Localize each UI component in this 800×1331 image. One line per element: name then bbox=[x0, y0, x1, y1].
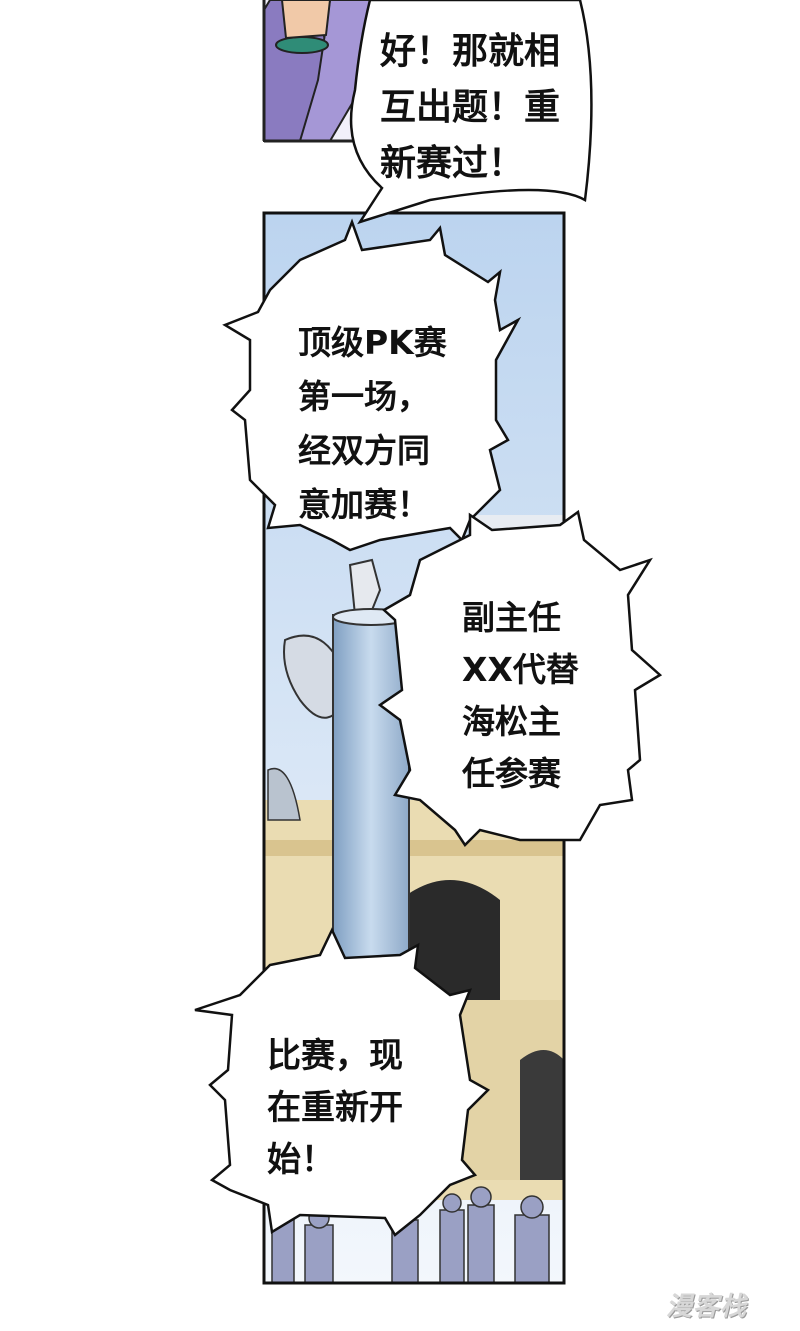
speech-bubble-3 bbox=[377, 509, 663, 847]
speech-text-3: 副主任 XX代替 海松主 任参赛 bbox=[462, 598, 579, 793]
speech-bubble-1 bbox=[349, 0, 593, 225]
speech-text-2: 顶级PK赛 第一场， 经双方同 意加赛！ bbox=[298, 323, 447, 524]
speech-text-1: 好！那就相 互出题！重 新赛过！ bbox=[380, 31, 561, 184]
watermark-logo: 漫客栈 bbox=[666, 1292, 748, 1322]
speech-bubble-4 bbox=[194, 927, 491, 1237]
speech-text-4: 比赛，现 在重新开 始！ bbox=[267, 1036, 403, 1180]
